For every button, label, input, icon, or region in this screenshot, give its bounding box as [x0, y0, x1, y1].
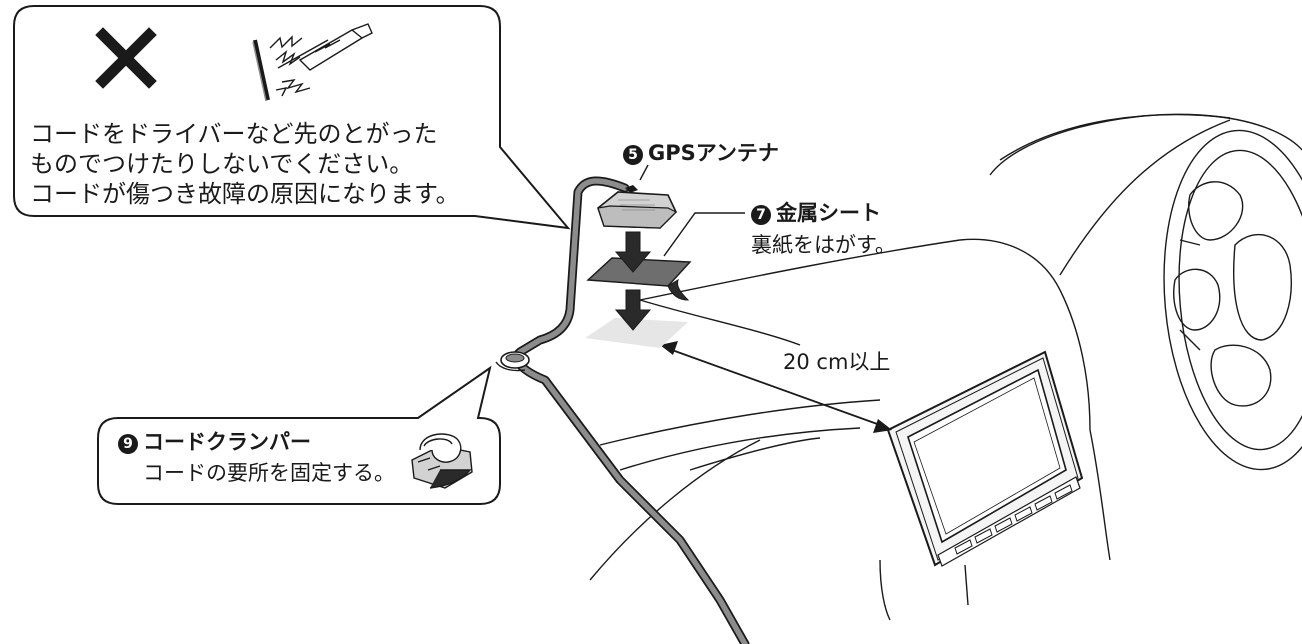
cross-mark-icon: [95, 27, 157, 89]
metal-sheet-note: 裏紙をはがす。: [751, 233, 896, 257]
warning-text-line-2: ものでつけたりしないでください。: [30, 150, 414, 178]
warning-text-line-1: コードをドライバーなど先のとがった: [30, 120, 438, 148]
mounting-pad: [585, 318, 688, 348]
gps-cord: [512, 176, 750, 644]
gps-antenna: [597, 185, 678, 229]
leader-lines: [639, 164, 745, 257]
distance-label: 20 cm以上: [783, 350, 891, 374]
cord-clamper-small: [495, 351, 530, 372]
callout-number-badge: 9: [118, 434, 138, 454]
screwdriver-on-cord-icon: [252, 23, 373, 102]
callout-number-badge: 7: [751, 205, 771, 225]
dashboard-outline: [589, 238, 1111, 621]
distance-arrow: [660, 341, 892, 433]
clamper-callout-bubble: [97, 365, 501, 505]
cord-clamper-label-text: コードクランパー: [143, 430, 311, 454]
down-arrows: [614, 231, 652, 331]
warning-text-line-3: コードが傷つき故障の原因になります。: [30, 180, 460, 208]
steering-wheel: [989, 113, 1302, 471]
metal-sheet: [586, 257, 692, 301]
cord-clamper-note: コードの要所を固定する。: [143, 461, 395, 485]
navigation-unit: [886, 350, 1084, 567]
gps-antenna-label-text: GPSアンテナ: [648, 141, 779, 165]
callout-number-badge: 5: [623, 145, 643, 165]
cord-clamper-icon: [411, 433, 473, 489]
warning-callout-bubble: [13, 5, 571, 230]
metal-sheet-label-text: 金属シート: [776, 201, 881, 225]
